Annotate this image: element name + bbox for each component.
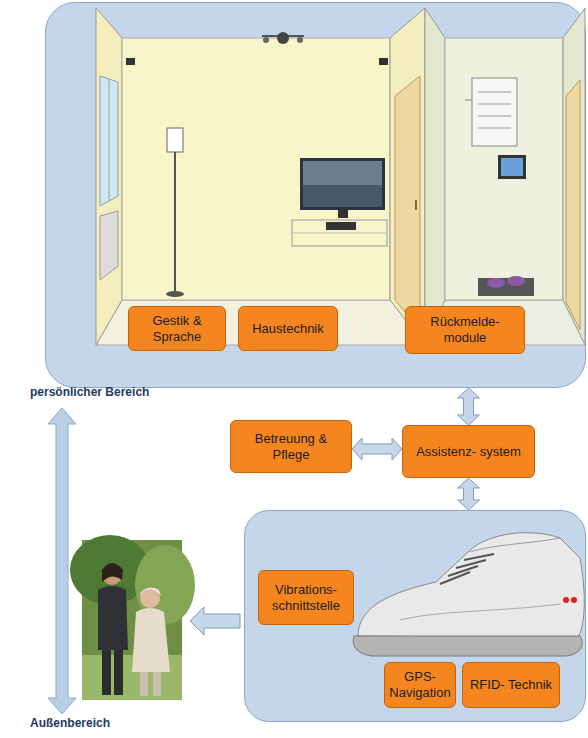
- box-label: Vibrations- schnittstelle: [263, 582, 349, 613]
- box-label: Rückmelde- module: [410, 314, 520, 345]
- double-arrow: [352, 438, 402, 460]
- bottom-panel: Vibrations- schnittstelleGPS- Navigation…: [244, 510, 586, 722]
- double-arrow: [458, 478, 480, 510]
- box-label: Haustechnik: [243, 321, 333, 337]
- box-label: GPS- Navigation: [389, 669, 451, 700]
- photo-walking: [70, 535, 195, 700]
- area-label: Außenbereich: [30, 716, 110, 730]
- box-label: RFID- Technik: [467, 677, 555, 693]
- system-box: Assistenz- system: [402, 425, 535, 478]
- function-box: RFID- Technik: [462, 662, 560, 708]
- box-label: Assistenz- system: [407, 444, 530, 460]
- top-panel: Gestik & Sprache Haustechnik Rückmelde- mo…: [45, 2, 586, 388]
- function-box: Haustechnik: [238, 306, 338, 351]
- double-arrow: [458, 388, 480, 425]
- box-label: Betreuung & Pflege: [235, 431, 347, 462]
- area-label: persönlicher Bereich: [30, 385, 149, 399]
- function-box: GPS- Navigation: [384, 662, 456, 708]
- box-label: Gestik & Sprache: [133, 313, 221, 344]
- function-box: Gestik & Sprache: [128, 306, 226, 351]
- function-box: Rückmelde- module: [405, 306, 525, 354]
- care-box: Betreuung & Pflege: [230, 420, 352, 473]
- function-box: Vibrations- schnittstelle: [258, 570, 354, 625]
- flow-arrow: [190, 607, 240, 635]
